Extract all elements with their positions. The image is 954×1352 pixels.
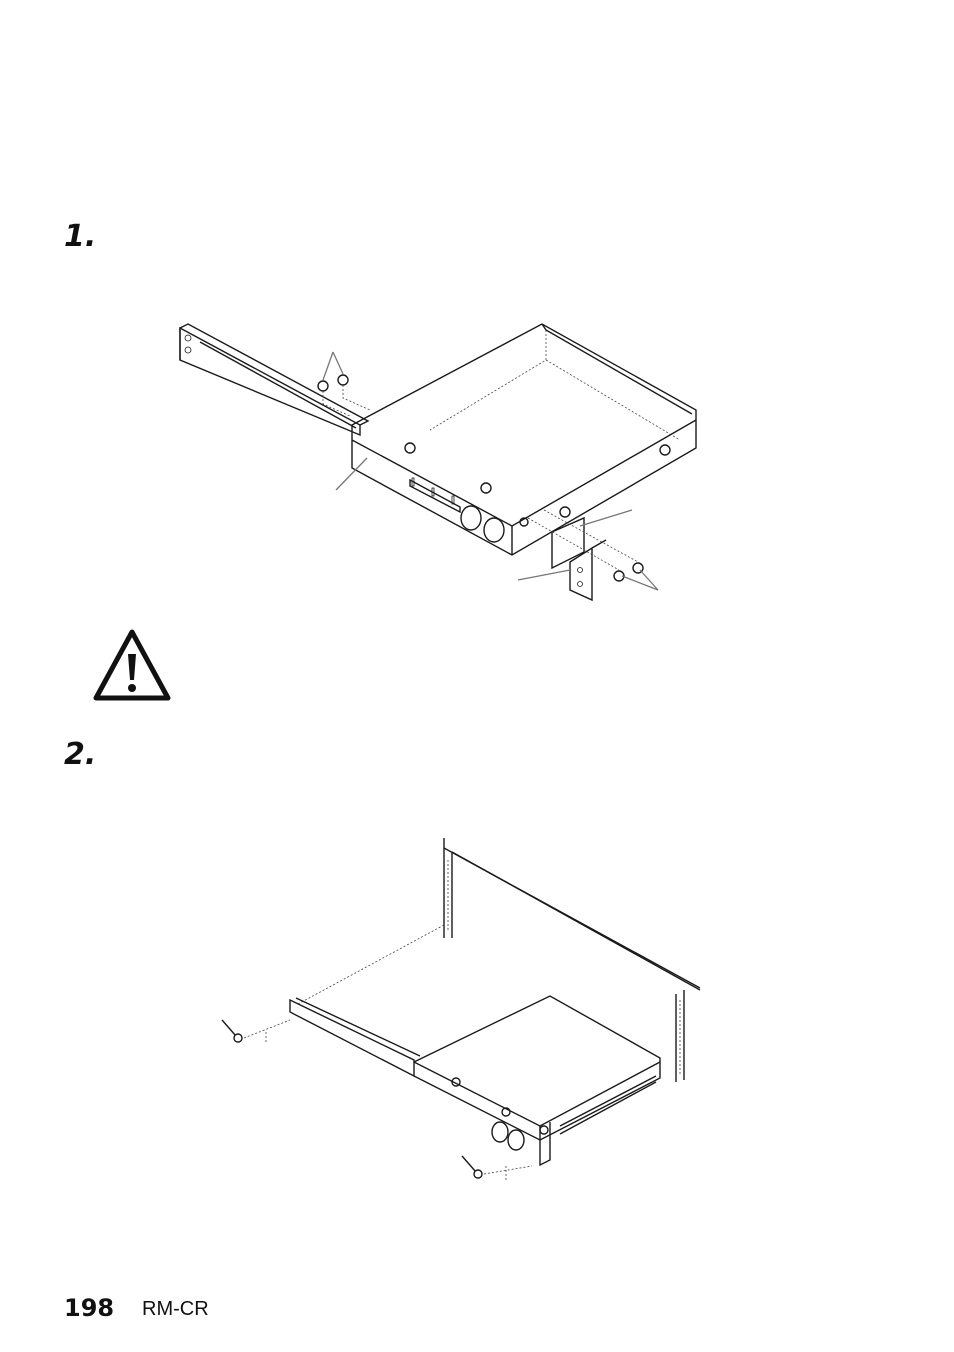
bracket-attachment-illustration — [160, 300, 720, 620]
step-2-number: 2. — [64, 740, 96, 770]
page-number: 198 — [64, 1294, 114, 1322]
model-name: RM-CR — [142, 1298, 209, 1321]
rack-installation-illustration — [200, 830, 720, 1190]
warning-triangle-icon — [92, 628, 172, 702]
step-1-number: 1. — [64, 222, 96, 252]
